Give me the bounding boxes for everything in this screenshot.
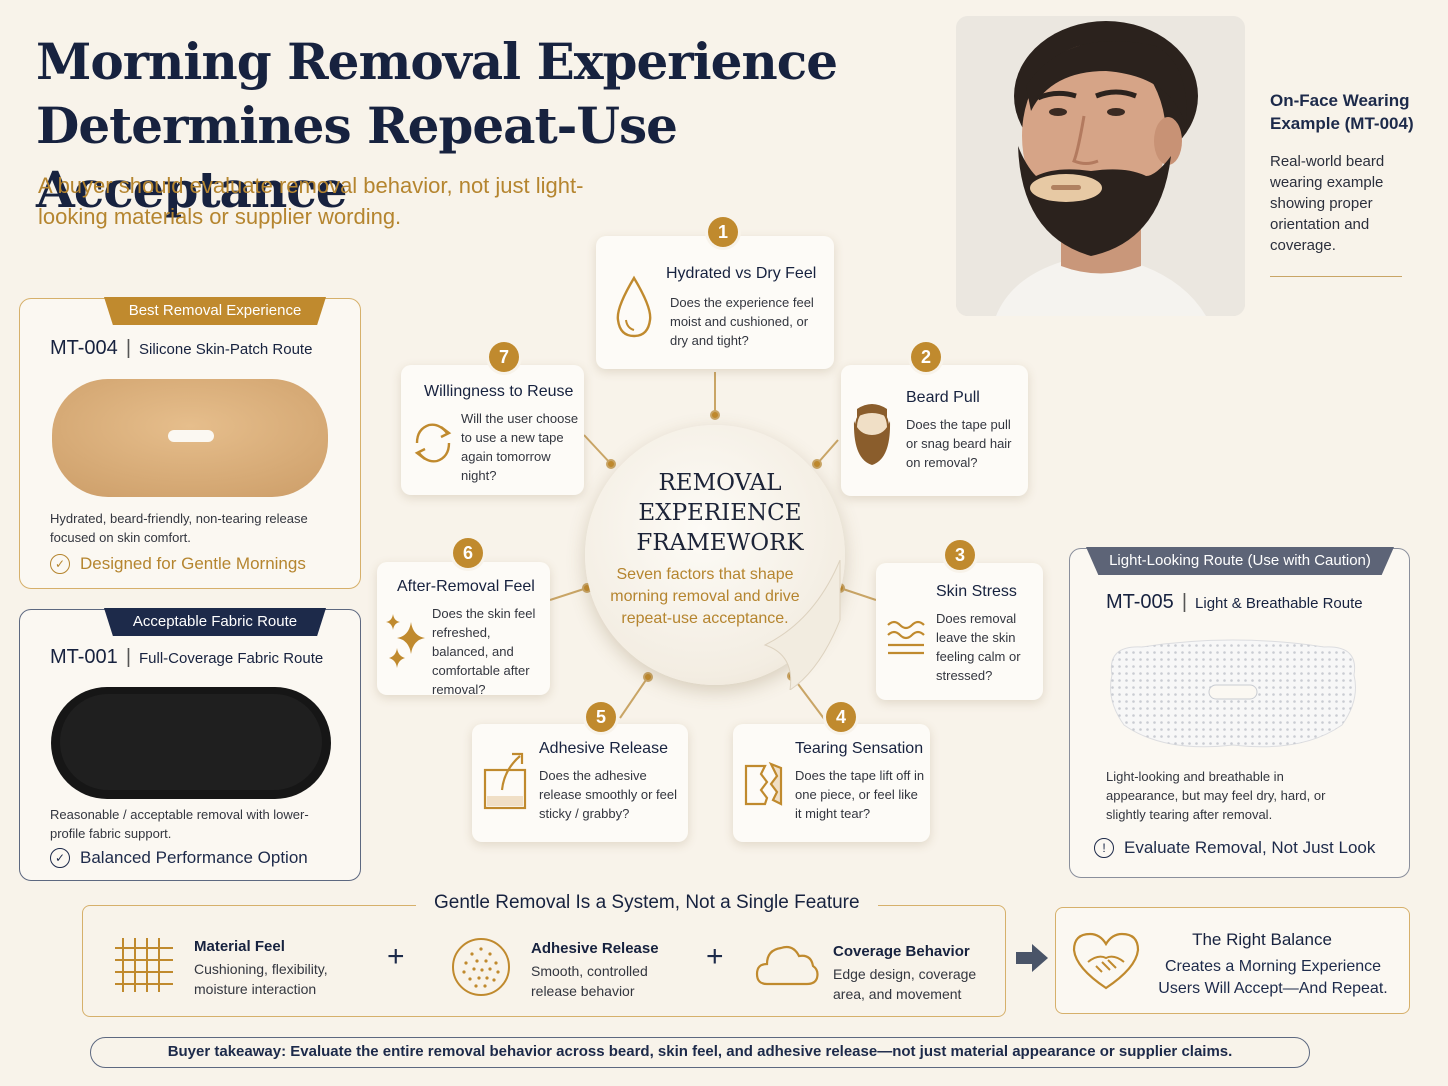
route-name: Silicone Skin-Patch Route — [139, 341, 313, 358]
product-description: Reasonable / acceptable removal with low… — [50, 807, 309, 841]
balance-panel — [1055, 907, 1410, 1014]
page-curl-graphic — [763, 560, 841, 690]
system-item-title: Adhesive Release — [531, 940, 659, 957]
on-face-photo — [956, 16, 1245, 316]
factor-number-2: 2 — [911, 342, 941, 372]
product-description: Light-looking and breathable in appearan… — [1106, 769, 1326, 822]
factor-description: Does the skin feel refreshed, balanced, … — [432, 606, 536, 697]
caption-divider — [1270, 276, 1402, 277]
check-circle-icon: ✓ — [50, 554, 70, 574]
system-item-title: Coverage Behavior — [833, 943, 970, 960]
sparkle-icon — [386, 614, 425, 668]
water-drop-icon — [616, 275, 652, 338]
factor-description: Does the experience feel moist and cushi… — [670, 295, 814, 348]
product-card-mt-001: Acceptable Fabric Route MT-001|Full-Cove… — [19, 608, 361, 881]
info-circle-icon: ! — [1094, 838, 1114, 858]
system-item-desc: Smooth, controlled release behavior — [531, 963, 648, 999]
factor-description: Does the tape pull or snag beard hair on… — [906, 417, 1012, 470]
route-name: Full-Coverage Fabric Route — [139, 650, 324, 667]
factor-card-2: Beard Pull Does the tape pull or snag be… — [841, 365, 1028, 496]
beard-icon — [853, 404, 891, 465]
factor-title: After-Removal Feel — [397, 578, 535, 595]
factor-number-5: 5 — [586, 702, 616, 732]
model-id: MT-005 — [1106, 591, 1174, 613]
framework-title: REMOVAL EXPERIENCE FRAMEWORK — [636, 470, 804, 556]
handshake-heart-icon — [1072, 932, 1140, 990]
system-item-title: Material Feel — [194, 938, 285, 955]
factor-card-7: Willingness to Reuse Will the user choos… — [401, 365, 584, 495]
factor-card-3: Skin Stress Does removal leave the skin … — [876, 563, 1043, 700]
product-footer: ✓ Designed for Gentle Mornings — [50, 554, 306, 574]
ribbon-best-removal: Best Removal Experience — [104, 297, 326, 325]
balance-desc: Creates a Morning Experience Users Will … — [1158, 958, 1388, 997]
silicone-patch-image — [52, 379, 328, 497]
factor-description: Does the adhesive release smoothly or fe… — [539, 768, 678, 821]
system-item-desc: Cushioning, flexibility, moisture intera… — [194, 961, 328, 997]
factor-title: Beard Pull — [906, 389, 980, 406]
buyer-takeaway-banner: Buyer takeaway: Evaluate the entire remo… — [90, 1037, 1310, 1068]
factor-description: Does removal leave the skin feeling calm… — [936, 611, 1021, 683]
footer-label: Balanced Performance Option — [80, 848, 308, 867]
factor-card-5: Adhesive Release Does the adhesive relea… — [472, 724, 688, 842]
model-id: MT-004 — [50, 337, 118, 359]
refresh-icon — [414, 423, 452, 463]
framework-subtitle: Seven factors that shape morning removal… — [610, 566, 800, 627]
torn-tape-icon — [744, 761, 783, 806]
title-line-1: Morning Removal Experience — [36, 32, 838, 91]
photo-caption-title: On-Face Wearing Example (MT-004) — [1270, 91, 1414, 133]
title-line-2: Determines Repeat-Use Acceptance — [36, 96, 678, 219]
footer-label: Designed for Gentle Mornings — [80, 554, 306, 573]
factor-number-1: 1 — [708, 217, 738, 247]
page-subtitle: A buyer should evaluate removal behavior… — [38, 173, 584, 229]
system-item-desc: Edge design, coverage area, and movement — [833, 966, 977, 1002]
factor-title: Adhesive Release — [539, 740, 668, 757]
factor-number-4: 4 — [826, 702, 856, 732]
plus-sign: + — [387, 940, 405, 973]
product-card-mt-004: Best Removal Experience MT-004|Silicone … — [19, 297, 361, 589]
peel-arrow-icon — [483, 752, 527, 810]
fabric-patch-image — [51, 687, 331, 799]
factor-card-6: After-Removal Feel Does the skin feel re… — [377, 562, 550, 697]
product-model-line: MT-001|Full-Coverage Fabric Route — [50, 646, 324, 668]
factor-description: Will the user choose to use a new tape a… — [461, 411, 579, 483]
arrow-right-icon — [1016, 944, 1048, 972]
page-title: Morning Removal Experience Determines Re… — [36, 30, 936, 222]
plus-sign: + — [706, 940, 724, 973]
cloud-outline-icon — [755, 945, 819, 986]
factor-title: Tearing Sensation — [795, 740, 924, 757]
factor-title: Hydrated vs Dry Feel — [666, 265, 817, 282]
ribbon-acceptable-fabric: Acceptable Fabric Route — [104, 608, 326, 636]
footer-label: Evaluate Removal, Not Just Look — [1124, 838, 1376, 857]
product-footer: ! Evaluate Removal, Not Just Look — [1094, 838, 1375, 858]
photo-caption-body: Real-world beard wearing example showing… — [1270, 153, 1385, 254]
system-title: Gentle Removal Is a System, Not a Single… — [416, 892, 878, 914]
factor-number-6: 6 — [453, 538, 483, 568]
product-description: Hydrated, beard-friendly, non-tearing re… — [50, 511, 308, 545]
breathable-patch-image — [1110, 639, 1356, 748]
dotted-circle-icon — [452, 938, 510, 996]
product-model-line: MT-005|Light & Breathable Route — [1106, 591, 1363, 613]
factor-card-1: Hydrated vs Dry Feel Does the experience… — [596, 236, 834, 369]
fabric-grid-icon — [115, 938, 173, 992]
model-id: MT-001 — [50, 646, 118, 668]
ribbon-light-looking: Light-Looking Route (Use with Caution) — [1086, 547, 1394, 575]
factor-number-7: 7 — [489, 342, 519, 372]
check-circle-icon: ✓ — [50, 848, 70, 868]
balance-title: The Right Balance — [1192, 930, 1332, 949]
factor-number-3: 3 — [945, 540, 975, 570]
factor-card-4: Tearing Sensation Does the tape lift off… — [733, 724, 930, 842]
product-footer: ✓ Balanced Performance Option — [50, 848, 308, 868]
route-name: Light & Breathable Route — [1195, 595, 1363, 612]
factor-description: Does the tape lift off in one piece, or … — [795, 768, 925, 821]
factor-title: Skin Stress — [936, 583, 1017, 600]
factor-title: Willingness to Reuse — [424, 383, 574, 400]
wavy-lines-icon — [887, 620, 925, 655]
product-model-line: MT-004|Silicone Skin-Patch Route — [50, 337, 313, 359]
product-card-mt-005: Light-Looking Route (Use with Caution) M… — [1069, 547, 1410, 878]
